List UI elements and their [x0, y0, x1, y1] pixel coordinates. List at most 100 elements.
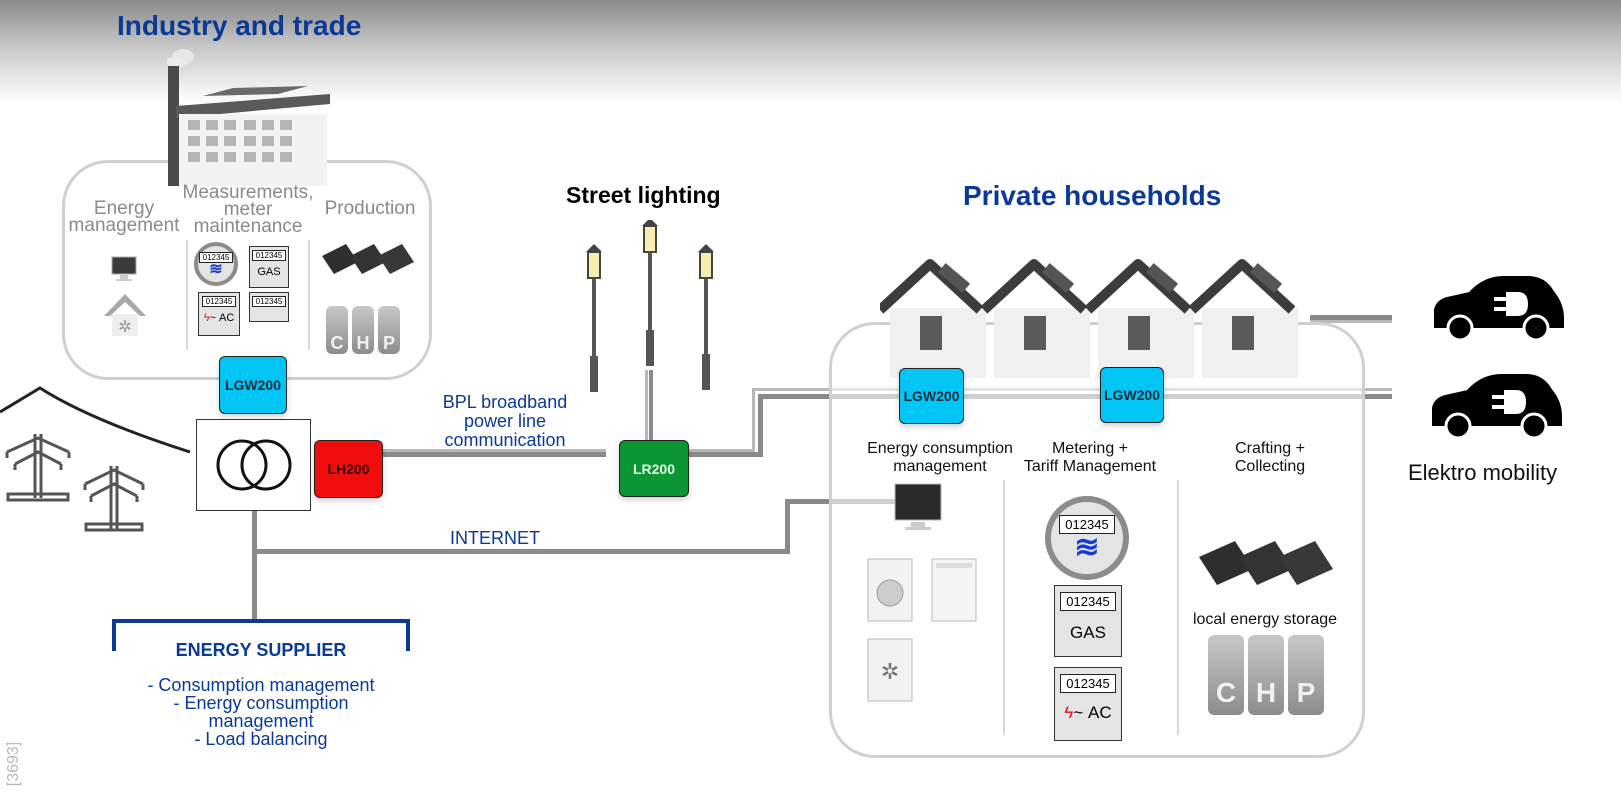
elektro-mobility-label: Elektro mobility — [1408, 460, 1558, 485]
street-lamp — [698, 244, 714, 390]
column-label-line: Collecting — [1234, 458, 1306, 475]
gas-meter-household: 012345 GAS — [1054, 585, 1122, 657]
electric-car-icon — [1432, 374, 1562, 440]
houses-row-icon — [880, 259, 1298, 378]
households-col-metering: Metering + Tariff Management — [1010, 440, 1170, 476]
figure-id: [3693] — [5, 741, 23, 787]
chp-letter: H — [1248, 635, 1284, 715]
chp-letter: C — [326, 306, 348, 354]
internet-label: INTERNET — [450, 528, 540, 548]
bpl-label-line: communication — [444, 430, 566, 450]
meter-digits: 012345 — [1060, 674, 1116, 693]
lightning-icon: ϟ — [203, 312, 210, 324]
house-climate-icon: ✲ — [104, 294, 146, 336]
meter-digits: 012345 — [1059, 514, 1115, 534]
gas-meter-industry: 012345 GAS — [249, 246, 289, 288]
internet-wire — [785, 499, 790, 554]
meter-type-label: GAS — [1070, 623, 1106, 642]
supplier-wire — [252, 507, 257, 619]
street-light-wire — [649, 370, 653, 440]
supplier-service-item: management — [208, 711, 314, 731]
transmission-tower-icon — [5, 434, 71, 502]
supplier-service-item: - Energy consumption — [173, 693, 349, 713]
monitor-icon — [894, 483, 942, 530]
supplier-service-item: - Consumption management — [147, 675, 375, 695]
water-wave-icon: ≋ — [209, 260, 223, 278]
industry-col-energy-management: Energy management — [68, 198, 180, 236]
meter-digits: 012345 — [201, 296, 237, 307]
electricity-meter-industry: 012345 ϟ~ AC — [198, 292, 240, 336]
transformer[interactable] — [196, 419, 311, 511]
water-wave-icon: ≋ — [1074, 530, 1100, 564]
factory-icon — [167, 49, 330, 186]
power-line-curve — [0, 386, 191, 454]
local-energy-storage-label: local energy storage — [1192, 611, 1338, 628]
electricity-meter-household: 012345 ϟ~ AC — [1054, 667, 1122, 741]
svg-text:✲: ✲ — [881, 659, 899, 684]
transmission-tower-icon — [83, 466, 145, 532]
bpl-wire — [666, 452, 762, 457]
freezer-icon: ✲ — [867, 638, 913, 702]
water-meter-household: 012345 ≋ — [1045, 496, 1129, 580]
lgw200-household-gateway-2[interactable]: LGW200 — [1100, 367, 1164, 423]
ev-wire — [1310, 320, 1392, 323]
column-label-line: Crafting + — [1235, 440, 1305, 457]
column-label-line: management — [893, 458, 987, 475]
chp-unit-household: C H P — [1208, 635, 1324, 715]
street-lamp — [642, 220, 658, 366]
electric-car-icon — [1434, 276, 1564, 342]
bpl-wire — [370, 449, 606, 452]
washing-machine-icon — [867, 558, 913, 622]
households-col-crafting: Crafting + Collecting — [1200, 440, 1340, 476]
svg-text:✲: ✲ — [118, 319, 131, 336]
column-label-line: Metering + — [1051, 440, 1129, 457]
house-icon — [980, 259, 1090, 378]
generic-meter-industry: 012345 — [249, 292, 289, 322]
bpl-wire — [752, 390, 755, 452]
industry-col-production: Production — [324, 198, 416, 219]
supplier-bracket — [112, 619, 410, 651]
house-icon — [1188, 259, 1298, 378]
industry-divider-1 — [186, 240, 188, 350]
column-label-line: Energy consumption — [867, 440, 1013, 457]
solar-panels-icon — [1199, 541, 1333, 585]
lgw200-industry-gateway[interactable]: LGW200 — [219, 356, 287, 414]
bpl-label-line: BPL broadband — [442, 392, 568, 412]
households-divider-1 — [1003, 480, 1005, 735]
bpl-label: BPL broadband power line communication — [420, 393, 590, 450]
meter-digits: 012345 — [1060, 592, 1116, 611]
chp-letter: H — [352, 306, 374, 354]
internet-wire — [252, 549, 790, 554]
industry-col-measurements: Measurements, meter maintenance — [182, 182, 314, 237]
households-col-energy-consumption: Energy consumption management — [840, 440, 1040, 476]
chp-letter: P — [1288, 635, 1324, 715]
dishwasher-icon — [931, 558, 977, 622]
industry-divider-2 — [308, 240, 310, 350]
lgw200-household-gateway-1[interactable]: LGW200 — [899, 368, 964, 424]
bpl-wire — [758, 396, 763, 457]
lr200-router[interactable]: LR200 — [619, 440, 689, 497]
supplier-title: ENERGY SUPPLIER — [175, 640, 347, 660]
households-divider-2 — [1177, 480, 1179, 735]
chp-letter: C — [1208, 635, 1244, 715]
solar-panels-icon — [322, 244, 414, 274]
meter-digits: 012345 — [251, 250, 287, 261]
house-icon — [1084, 259, 1194, 378]
transformer-icon — [216, 439, 292, 491]
lightning-icon: ϟ — [1064, 703, 1074, 722]
meter-digits: 012345 — [198, 251, 234, 263]
house-icon — [880, 259, 986, 378]
meter-type-label: ~ AC — [1073, 703, 1112, 722]
meter-type-label: GAS — [257, 266, 281, 278]
supplier-services: - Consumption management - Energy consum… — [112, 676, 410, 748]
bpl-wire — [666, 449, 752, 452]
water-meter-industry: 012345 ≋ — [194, 242, 238, 286]
industry-title: Industry and trade — [117, 10, 362, 41]
households-title: Private households — [963, 180, 1222, 211]
chp-unit-industry: C H P — [326, 306, 400, 354]
monitor-icon — [111, 256, 137, 281]
street-light-wire — [645, 370, 648, 440]
bpl-wire — [370, 452, 606, 457]
supplier-service-item: - Load balancing — [194, 729, 328, 749]
lh200-headend[interactable]: LH200 — [314, 440, 383, 498]
